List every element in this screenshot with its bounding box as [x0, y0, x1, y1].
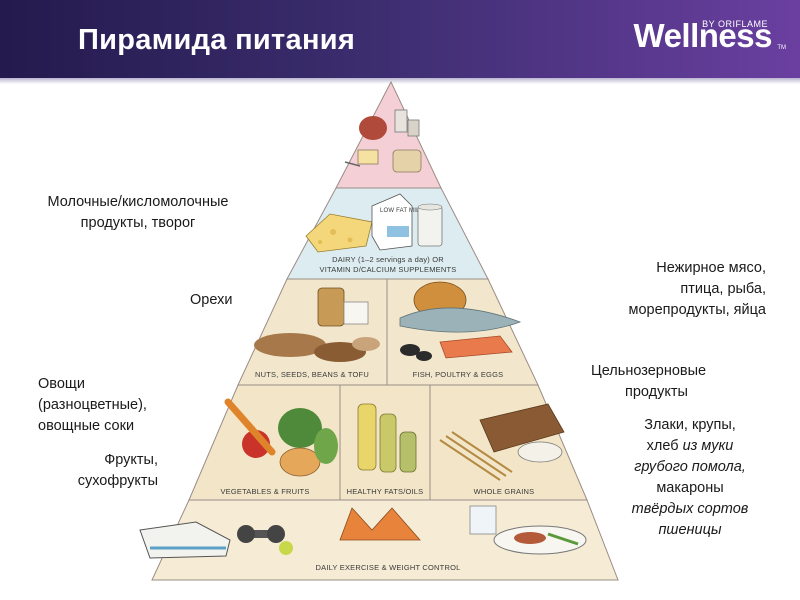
- sweets-illustration: [344, 109, 422, 173]
- label-meat-line2: птица, рыба,: [680, 281, 766, 297]
- label-meat-line1: Нежирное мясо,: [656, 260, 766, 276]
- label-vegetables-line3: овощные соки: [38, 418, 135, 434]
- label-fruits: Фрукты, сухофрукты: [40, 450, 158, 492]
- label-fruits-line1: Фрукты,: [104, 452, 158, 468]
- dairy-tier-label-2: VITAMIN D/CALCIUM SUPPLEMENTS: [320, 265, 457, 274]
- label-grains-line3: грубого помола,: [634, 459, 746, 475]
- fish-tier-label: FISH, POULTRY & EGGS: [413, 370, 504, 379]
- page-title: Пирамида питания: [78, 24, 356, 56]
- label-grains-line6: пшеницы: [658, 522, 722, 538]
- brand-trademark: TM: [777, 45, 786, 51]
- brand-logo: Wellness BY ORIFLAME TM: [633, 17, 786, 55]
- dairy-tier-label-1: DAIRY (1–2 servings a day) OR: [332, 255, 444, 264]
- label-grains: Злаки, крупы, хлеб из муки грубого помол…: [600, 415, 780, 541]
- oils-tier-label: HEALTHY FATS/OILS: [347, 487, 424, 496]
- label-vegetables-line2: (разноцветные),: [38, 397, 147, 413]
- label-grains-line2a: хлеб: [646, 438, 683, 454]
- vegetables-illustration: [224, 398, 338, 477]
- fish-poultry-illustration: [399, 281, 522, 361]
- label-meat-line3: морепродукты, яйца: [628, 302, 766, 318]
- brand-wordmark: Wellness: [633, 17, 773, 54]
- label-grains-line2b: из муки: [682, 438, 734, 454]
- label-grains-line5: твёрдых сортов: [631, 501, 749, 517]
- label-dairy: Молочные/кисломолочные продукты, творог: [18, 192, 258, 234]
- label-vegetables-line1: Овощи: [38, 376, 85, 392]
- label-wholegrain: Цельнозерновые продукты: [591, 361, 706, 403]
- label-grains-line4: макароны: [656, 480, 724, 496]
- milk-carton-text: LOW FAT MILK: [380, 208, 424, 214]
- grains-tier-label: WHOLE GRAINS: [474, 487, 535, 496]
- label-meat: Нежирное мясо, птица, рыба, морепродукты…: [560, 258, 766, 321]
- exercise-illustration: [139, 505, 587, 559]
- oils-illustration: [357, 403, 417, 473]
- label-fruits-line2: сухофрукты: [77, 473, 158, 489]
- nuts-illustration: [254, 287, 380, 362]
- dairy-illustration: LOW FAT MILK: [305, 193, 443, 253]
- tier-top: [335, 80, 442, 189]
- label-nuts: Орехи: [190, 292, 233, 308]
- label-vegetables: Овощи (разноцветные), овощные соки: [38, 374, 147, 437]
- nuts-tier-label: NUTS, SEEDS, BEANS & TOFU: [255, 370, 369, 379]
- label-dairy-line2: продукты, творог: [80, 215, 196, 231]
- vegetables-tier-label: VEGETABLES & FRUITS: [220, 487, 309, 496]
- label-grains-line2: хлеб из муки: [600, 436, 780, 457]
- label-dairy-line1: Молочные/кисломолочные: [47, 194, 229, 210]
- header-shadow: [0, 78, 800, 84]
- brand-byline: BY ORIFLAME: [702, 19, 768, 29]
- label-wholegrain-line1: Цельнозерновые: [591, 363, 707, 379]
- header-bar: [0, 0, 800, 78]
- grains-illustration: [439, 403, 565, 481]
- label-grains-line1: Злаки, крупы,: [644, 417, 736, 433]
- label-wholegrain-line2: продукты: [625, 384, 688, 400]
- base-tier-label: DAILY EXERCISE & WEIGHT CONTROL: [316, 563, 461, 572]
